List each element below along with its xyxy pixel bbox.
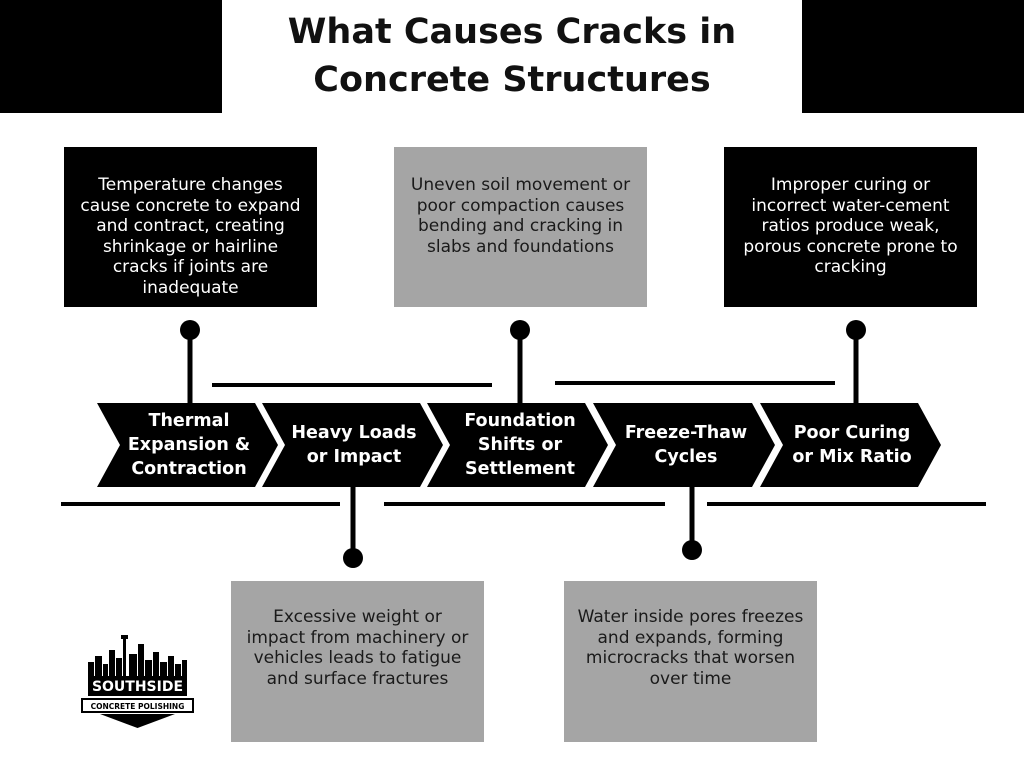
chevron-freeze (593, 403, 775, 487)
chevron-foundation (427, 403, 608, 487)
description-text: Excessive weight or impact from machiner… (246, 607, 469, 689)
chevron-loads (262, 403, 443, 487)
description-box-freeze: Water inside pores freezes and expands, … (564, 581, 817, 742)
page-title: What Causes Cracks in Concrete Structure… (222, 8, 802, 104)
cause-label-curing: Poor Curing or Mix Ratio (792, 423, 912, 467)
cause-label-freeze: Freeze-Thaw Cycles (624, 423, 748, 467)
chevron-curing (760, 403, 941, 487)
description-box-loads: Excessive weight or impact from machiner… (231, 581, 484, 742)
description-text: Water inside pores freezes and expands, … (577, 607, 804, 689)
chevron-thermal (97, 403, 278, 487)
logo-brand: SOUTHSIDE (92, 679, 183, 695)
cause-label-thermal: Thermal Expansion & Contraction (127, 411, 251, 479)
description-text: Uneven soil movement or poor compaction … (410, 175, 631, 257)
node-foundation (510, 320, 530, 340)
node-freeze (682, 540, 702, 560)
description-box-foundation: Uneven soil movement or poor compaction … (394, 147, 647, 307)
header-band-left (0, 0, 222, 113)
description-box-curing: Improper curing or incorrect water-cemen… (724, 147, 977, 307)
header-band-right (802, 0, 1024, 113)
node-curing (846, 320, 866, 340)
southside-logo: SOUTHSIDE CONCRETE POLISHING (81, 635, 194, 728)
cause-label-loads: Heavy Loads or Impact (291, 423, 417, 467)
description-text: Improper curing or incorrect water-cemen… (743, 175, 958, 277)
description-text: Temperature changes cause concrete to ex… (80, 175, 301, 298)
node-loads (343, 548, 363, 568)
node-thermal (180, 320, 200, 340)
logo-base-shape (100, 714, 175, 728)
title-line-2: Concrete Structures (313, 60, 711, 100)
description-box-thermal: Temperature changes cause concrete to ex… (64, 147, 317, 307)
cause-label-foundation: Foundation Shifts or Settlement (464, 411, 576, 479)
title-line-1: What Causes Cracks in (287, 12, 737, 52)
logo-tagline: CONCRETE POLISHING (91, 702, 185, 711)
